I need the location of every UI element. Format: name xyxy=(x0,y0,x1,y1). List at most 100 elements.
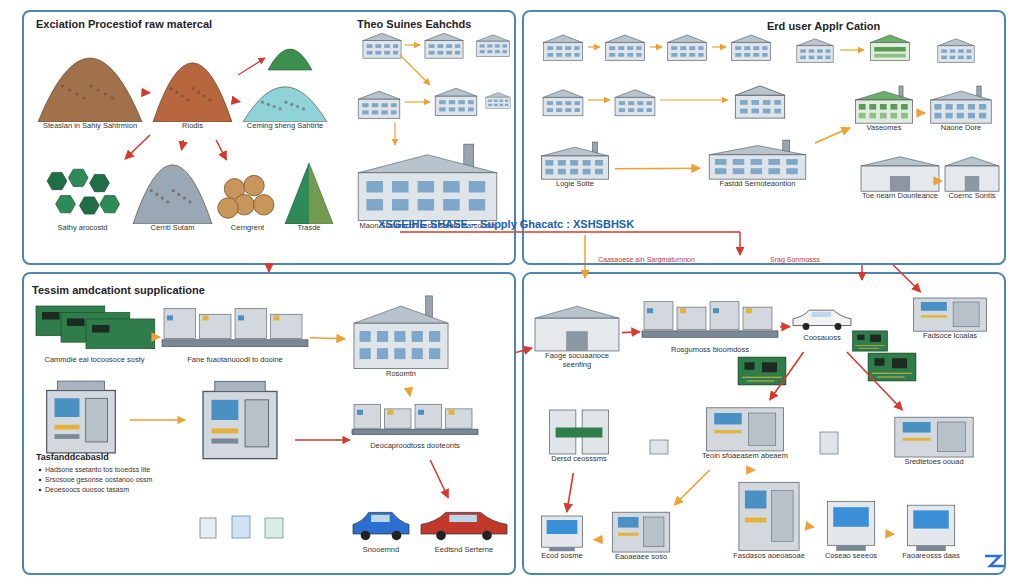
factory-window xyxy=(768,159,780,165)
device-screen xyxy=(833,507,869,527)
item-illustration xyxy=(130,150,215,224)
pile-grain xyxy=(278,107,281,110)
car-window xyxy=(371,515,390,522)
station-panel xyxy=(647,308,653,313)
factory-window xyxy=(880,104,887,110)
factory-window xyxy=(768,168,780,174)
flow-arrow xyxy=(310,337,345,340)
monitor-icon xyxy=(820,432,838,454)
circuit-board xyxy=(868,353,916,381)
warehouse-item: Faoge socuaanoce seenfing xyxy=(532,300,622,370)
circuit-board xyxy=(86,319,155,349)
supply-band xyxy=(584,235,586,278)
pile-grain xyxy=(192,87,195,90)
item-illustration xyxy=(700,138,815,180)
pile-item: Steaslan in Sahiy Sahtrmion xyxy=(35,42,145,140)
pile-item: Ceming sheng Sahtirte xyxy=(240,78,330,140)
flow-arrow xyxy=(235,100,240,102)
item-caption: Riodis xyxy=(150,122,235,131)
item-caption: Deocaproodtoss dooteonts xyxy=(350,442,480,451)
pile-grain xyxy=(97,88,100,91)
pile-grain xyxy=(186,98,189,101)
pile-grain xyxy=(90,84,93,87)
factory-window xyxy=(869,113,876,119)
factory-window xyxy=(859,113,866,119)
board-chip xyxy=(42,312,60,320)
car-body xyxy=(793,310,851,325)
factory-icon xyxy=(425,33,463,58)
timber-log xyxy=(244,175,264,195)
flow-arrow xyxy=(567,473,574,512)
flow-arrow xyxy=(815,128,850,143)
car-wheel xyxy=(392,531,402,541)
item-illustration xyxy=(240,78,330,122)
item-caption: Coosauoss xyxy=(790,334,854,343)
logo-mark xyxy=(985,556,1004,566)
mineral-gem xyxy=(47,173,67,190)
car-window xyxy=(812,312,831,317)
factory-window xyxy=(392,181,409,192)
factory-body xyxy=(358,173,497,221)
item-illustration xyxy=(878,410,990,458)
factory-window xyxy=(443,181,460,192)
item-caption: Sathy arocostd xyxy=(40,224,125,233)
factory-window xyxy=(583,169,591,175)
device-base xyxy=(549,547,575,551)
board-chip xyxy=(67,318,85,326)
flow-line xyxy=(660,99,728,100)
item-illustration xyxy=(530,512,594,552)
station-panel xyxy=(388,410,394,415)
item-caption: Faoareosss daas xyxy=(894,552,968,561)
factory-window xyxy=(957,113,964,119)
material-pile xyxy=(243,87,327,122)
flow-arrow xyxy=(268,265,270,272)
line-station xyxy=(415,404,442,428)
item-illustration xyxy=(215,160,280,224)
factory-window xyxy=(377,348,388,359)
panel-title: Exciation Procestiof raw matercal xyxy=(36,18,212,30)
gems-item: Sathy arocostd xyxy=(40,158,125,242)
device-item: Faoareosss daas xyxy=(894,500,968,570)
flow-arrow xyxy=(847,352,903,410)
factory-window xyxy=(595,160,603,166)
machine-body xyxy=(612,512,669,552)
monitor-icon xyxy=(650,440,668,454)
factory-window xyxy=(570,160,578,166)
station-panel xyxy=(680,308,686,313)
factory-roof xyxy=(709,146,806,155)
flow-line xyxy=(394,122,395,145)
item-illustration xyxy=(418,498,510,546)
timber-log xyxy=(254,195,274,215)
machine-screen xyxy=(903,422,931,433)
item-illustration xyxy=(894,500,968,552)
factory-window xyxy=(558,160,566,166)
item-illustration xyxy=(32,302,157,356)
item-illustration xyxy=(850,84,918,124)
flow-arrow xyxy=(888,533,894,535)
item-illustration xyxy=(898,292,1002,332)
item-caption: Dersd ceosssms xyxy=(540,455,618,464)
device-body xyxy=(907,505,954,546)
factory-window xyxy=(412,331,423,342)
item-caption: Cerngrent xyxy=(215,224,280,233)
factory-window xyxy=(979,104,986,110)
section-heading: Tasfanddcabasld xyxy=(36,452,109,462)
factory-window xyxy=(968,104,975,110)
line-station xyxy=(677,307,706,330)
station-panel xyxy=(418,410,424,415)
supply-band xyxy=(861,264,863,280)
factory-window xyxy=(394,348,405,359)
car-body xyxy=(421,512,507,534)
machine-icon xyxy=(203,381,277,458)
car-wheel xyxy=(835,323,842,330)
line-station xyxy=(743,307,772,330)
factory-window xyxy=(946,104,953,110)
station-panel xyxy=(746,308,752,313)
pile-grain xyxy=(82,96,85,99)
pile-grain xyxy=(75,92,78,95)
mineral-gem xyxy=(56,196,76,213)
supply-band xyxy=(739,232,741,255)
factory-window xyxy=(595,169,603,175)
factory-window xyxy=(418,181,435,192)
green-pile xyxy=(268,49,312,70)
